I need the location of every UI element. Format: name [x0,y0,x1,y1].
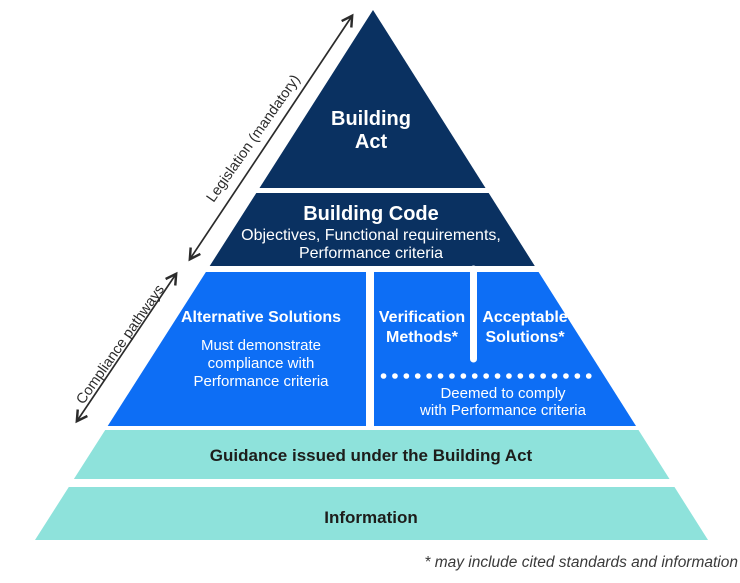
deemed-to-comply-line2: with Performance criteria [419,402,587,419]
acceptable-solutions-line1: Acceptable [482,309,567,326]
building-code-title: Building Code [303,203,439,225]
alternative-solutions-body2: compliance with [208,355,315,372]
tier-deemed-to-comply: Verification Methods* Acceptable Solutio… [374,265,636,426]
verification-acceptable-shape [374,272,636,426]
footnote: * may include cited standards and inform… [424,554,738,571]
alternative-solutions-body1: Must demonstrate [201,337,321,354]
tier-guidance: Guidance issued under the Building Act [73,430,670,479]
building-code-sub2: Performance criteria [299,245,443,262]
alternative-solutions-shape [107,272,366,426]
building-act-shape [259,10,486,188]
alternative-solutions-title: Alternative Solutions [181,309,341,326]
alternative-solutions-body3: Performance criteria [193,373,329,390]
verification-methods-line1: Verification [379,309,465,326]
information-label: Information [324,508,418,527]
building-code-shape [209,193,535,266]
acceptable-solutions-line2: Solutions* [485,329,565,346]
building-act-title-line1: Building [331,108,411,130]
tier-building-code: Building Code Objectives, Functional req… [209,193,535,266]
legislation-arrow [188,13,354,262]
tier-information: Information [35,487,708,540]
deemed-to-comply-line1: Deemed to comply [440,385,566,402]
tier-building-act: Building Act [259,10,486,188]
information-shape [35,487,708,540]
compliance-arrow [75,271,178,424]
guidance-shape [73,430,670,479]
building-code-sub1: Objectives, Functional requirements, [241,227,501,244]
building-act-title-line2: Act [355,131,388,153]
verification-methods-line2: Methods* [386,329,459,346]
guidance-label: Guidance issued under the Building Act [210,446,533,465]
tier-alternative-solutions: Alternative Solutions Must demonstrate c… [107,272,366,426]
